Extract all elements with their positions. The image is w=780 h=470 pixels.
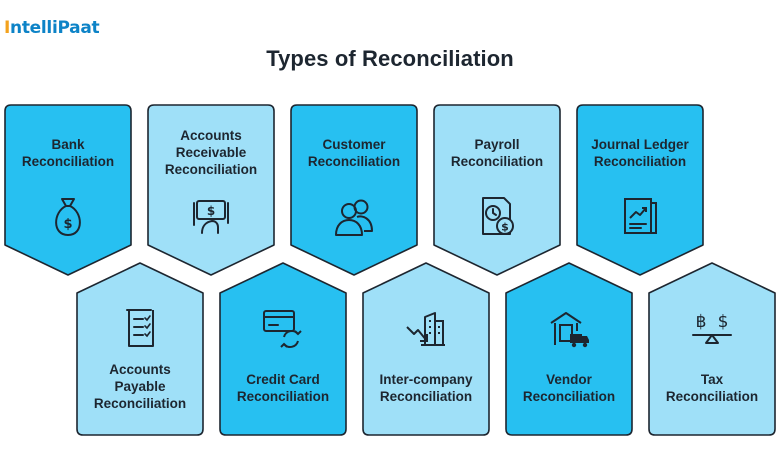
intellipaat-logo: IntelliPaat (4, 14, 100, 42)
svg-text:$: $ (718, 312, 729, 332)
card-label-line: Reconciliation (450, 154, 544, 169)
card-shape (648, 262, 776, 436)
card-label-line: Vendor (546, 372, 592, 387)
credit-card-sync-icon (260, 305, 306, 351)
payroll-document-icon: $ (474, 193, 520, 239)
card-label-line: Payable (114, 379, 166, 394)
ledger-chart-icon (617, 193, 663, 239)
card-label-line: Customer (322, 137, 386, 152)
card-shape (219, 262, 347, 436)
card-label-line: Bank (51, 137, 85, 152)
card-label-line: Reconciliation (21, 154, 115, 169)
card-label-line: Reconciliation (236, 389, 330, 404)
card-label-line: Reconciliation (665, 389, 759, 404)
card-label-line: Reconciliation (164, 162, 258, 177)
card-label-line: Tax (700, 372, 724, 387)
card-shape (433, 104, 561, 276)
card-shape (4, 104, 132, 276)
money-bag-icon: $ (45, 193, 91, 239)
card-shape (576, 104, 704, 276)
svg-text:฿: ฿ (696, 312, 707, 332)
card-label-line: Reconciliation (593, 154, 687, 169)
card-label-line: Reconciliation (307, 154, 401, 169)
card-label-line: Credit Card (246, 372, 320, 387)
invoice-checklist-icon (117, 305, 163, 351)
cash-in-hand-icon: $ (188, 193, 234, 239)
card-label-line: Receivable (175, 145, 247, 160)
card-label-line: Payroll (474, 137, 520, 152)
card-label-line: Accounts (180, 128, 242, 143)
card-label-line: Reconciliation (522, 389, 616, 404)
card-label-line: Reconciliation (379, 389, 473, 404)
diagram-title: Types of Reconciliation (266, 46, 514, 71)
company-decline-icon (403, 305, 449, 351)
warehouse-truck-icon (546, 305, 592, 351)
svg-text:$: $ (63, 217, 72, 232)
card-label-line: Inter-company (379, 372, 473, 387)
card-shape (290, 104, 418, 276)
card-shape (362, 262, 490, 436)
card-shape (147, 104, 275, 276)
card-label-line: Accounts (109, 362, 171, 377)
svg-text:$: $ (207, 204, 215, 218)
card-label-line: Journal Ledger (591, 137, 689, 152)
card-shape (76, 262, 204, 436)
card-label-line: Reconciliation (93, 396, 187, 411)
card-shape (505, 262, 633, 436)
customers-icon (331, 193, 377, 239)
svg-text:$: $ (501, 221, 509, 234)
currency-balance-icon: ฿ $ (689, 305, 735, 351)
logo-wordmark: IntelliPaat (4, 18, 100, 38)
